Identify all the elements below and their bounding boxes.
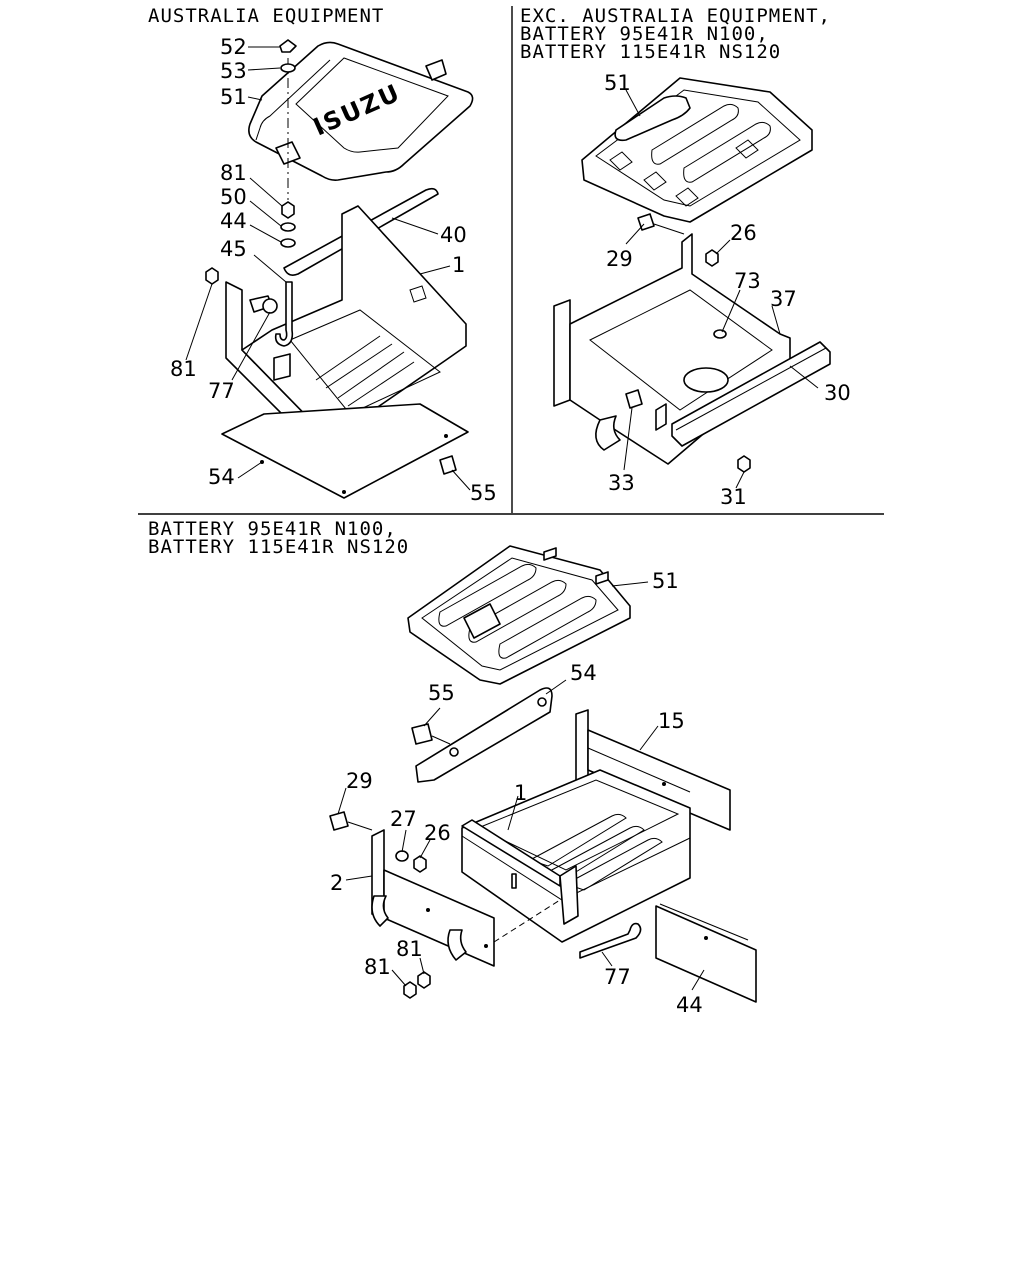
callout-81-b: 81	[396, 937, 423, 961]
callout-53: 53	[220, 59, 247, 83]
section-title-battery-line-1: BATTERY 95E41R N100,	[148, 518, 397, 540]
section-title-australia: AUSTRALIA EQUIPMENT	[148, 5, 384, 27]
washer-44	[280, 238, 296, 248]
nut-81-left	[205, 267, 219, 285]
callout-73: 73	[734, 269, 761, 293]
callout-51-large: 51	[652, 569, 679, 593]
callout-77-large: 77	[604, 965, 631, 989]
callout-29-large: 29	[346, 769, 373, 793]
callout-2: 2	[330, 871, 343, 895]
callout-81: 81	[220, 161, 247, 185]
battery-lid-exc	[581, 77, 813, 223]
callout-33: 33	[608, 471, 635, 495]
bolt-29-large	[329, 811, 349, 831]
exc-australia-assembly: 51 29 26 73 37 30 33 31	[553, 71, 851, 509]
washer-50	[280, 222, 296, 232]
drain-hole	[683, 367, 729, 393]
battery-lid-large	[407, 545, 631, 685]
callout-44-large: 44	[676, 993, 703, 1017]
washer-27	[395, 850, 409, 862]
rubber-pad-44	[655, 905, 757, 1003]
side-bracket-2	[371, 829, 495, 967]
callout-54-large: 54	[570, 661, 597, 685]
callout-37: 37	[770, 287, 797, 311]
callout-81-a: 81	[364, 955, 391, 979]
wing-nut-52	[279, 39, 297, 53]
nut-81-b	[417, 971, 431, 989]
australia-assembly: ISUZU	[170, 35, 497, 505]
callout-26: 26	[730, 221, 757, 245]
bolt-55-large	[411, 723, 433, 745]
battery-large-assembly: 51 55 54 15 29 27 26 1 2 81 81 77 44	[329, 545, 757, 1017]
bolt-33	[625, 389, 643, 409]
callout-1: 1	[452, 253, 465, 277]
battery-tray-large	[461, 769, 691, 943]
callout-45: 45	[220, 237, 247, 261]
nut-26-large	[413, 855, 427, 873]
callout-55-large: 55	[428, 681, 455, 705]
callout-52: 52	[220, 35, 247, 59]
callout-40: 40	[440, 223, 467, 247]
callout-50: 50	[220, 185, 247, 209]
callout-31: 31	[720, 485, 747, 509]
section-title-exc-line-3: BATTERY 115E41R NS120	[520, 41, 781, 63]
callout-1-large: 1	[514, 781, 527, 805]
callout-15: 15	[658, 709, 685, 733]
callout-44: 44	[220, 209, 247, 233]
callout-55: 55	[470, 481, 497, 505]
side-panel-15	[575, 709, 731, 831]
callout-27: 27	[390, 807, 417, 831]
j-bolt-77	[579, 922, 642, 959]
battery-lid-australia: ISUZU	[248, 41, 474, 181]
callout-26-large: 26	[424, 821, 451, 845]
callout-30: 30	[824, 381, 851, 405]
insulator-plate-54	[221, 403, 469, 499]
callout-81-left: 81	[170, 357, 197, 381]
washer-53	[280, 63, 296, 73]
support-rail-30	[671, 341, 831, 447]
callout-77: 77	[208, 379, 235, 403]
j-bolt-45	[274, 281, 294, 347]
nut-81-top	[281, 201, 295, 219]
callout-51: 51	[220, 85, 247, 109]
callout-51-exc: 51	[604, 71, 631, 95]
section-title-exc-line-2: BATTERY 95E41R N100,	[520, 23, 769, 45]
bolt-55	[439, 455, 457, 475]
nut-26	[705, 249, 719, 267]
section-title-exc-line-1: EXC. AUSTRALIA EQUIPMENT,	[520, 5, 831, 27]
nut-31	[737, 455, 751, 473]
callout-54: 54	[208, 465, 235, 489]
callout-29: 29	[606, 247, 633, 271]
nut-81-a	[403, 981, 417, 999]
section-title-battery-line-2: BATTERY 115E41R NS120	[148, 536, 409, 558]
